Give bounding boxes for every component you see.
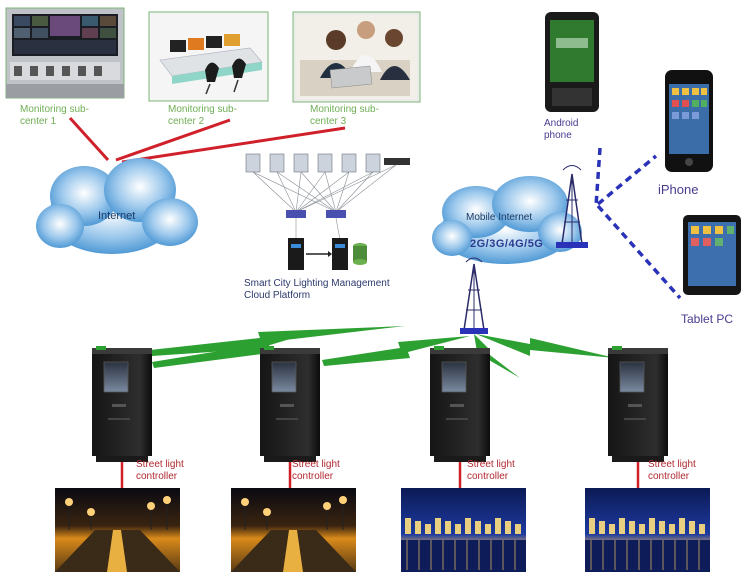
controller-group [55,346,710,572]
label-android-phone: Android phone [544,118,579,141]
android-phone-icon [545,12,599,112]
label-iphone: iPhone [658,182,699,197]
control-desk-icon [148,11,269,102]
iphone-icon [665,70,713,172]
street-scene-icon [55,488,180,572]
label-network: 2G/3G/4G/5G [470,238,544,250]
tablet-icon [683,215,741,295]
label-sub-center-3: Monitoring sub-center 3 [310,104,379,127]
cell-tower-icon [556,165,588,248]
cabinet-icon [430,346,490,462]
cell-tower-icon [460,257,488,334]
office-meeting-icon [292,11,421,103]
label-mobile-internet: Mobile Internet [466,212,533,223]
label-platform: Smart City Lighting Management Cloud Pla… [244,278,390,301]
label-controller-3: Street light controller [467,459,515,482]
label-sub-center-2: Monitoring sub-center 2 [168,104,237,127]
monitor-wall-icon [5,7,125,99]
label-sub-center-1: Monitoring sub-center 1 [20,104,89,127]
internet-cloud [36,158,198,254]
street-scene-icon [401,488,526,572]
switch-icon [286,210,346,218]
street-scene-icon [585,488,710,572]
cabinet-icon [608,346,668,462]
label-controller-1: Street light controller [136,459,184,482]
label-controller-4: Street light controller [648,459,696,482]
street-scene-icon [231,488,356,572]
label-tablet-pc: Tablet PC [681,312,734,326]
cabinet-icon [260,346,320,462]
label-internet: Internet [98,210,136,222]
mobile-internet-cloud [432,176,582,264]
cabinet-icon [92,346,152,462]
platform-servers [288,238,367,270]
server-icon [245,153,410,173]
label-controller-2: Street light controller [292,459,340,482]
